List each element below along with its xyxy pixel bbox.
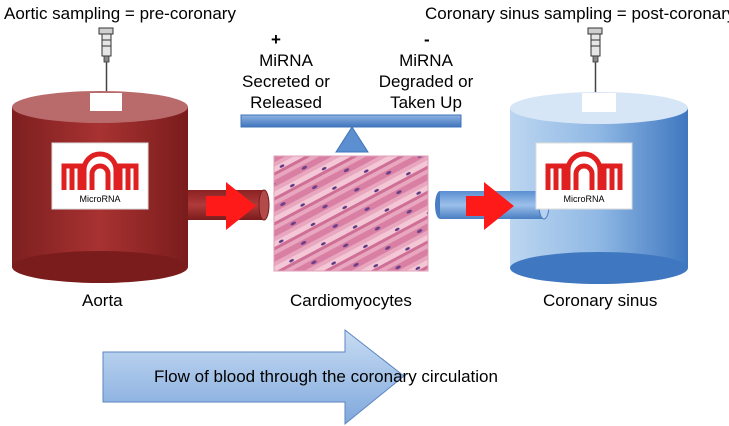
left-balance-line-3: Released bbox=[250, 93, 322, 112]
right-balance-line-1: MiRNA bbox=[399, 51, 453, 70]
red-arrow-right-icon bbox=[466, 182, 514, 230]
flow-label: Flow of blood through the coronary circu… bbox=[154, 367, 498, 386]
mirna-logo-left-icon bbox=[61, 151, 139, 190]
right-balance-line-3: Taken Up bbox=[390, 93, 462, 112]
sinus-card-caption: MicroRNA bbox=[563, 194, 605, 204]
balance-beam bbox=[240, 114, 462, 128]
cardiomyocyte-tissue-image bbox=[273, 155, 429, 272]
flow-arrow-icon bbox=[102, 328, 405, 426]
left-balance-line-2: Secreted or bbox=[242, 72, 330, 91]
syringe-right-icon bbox=[587, 27, 603, 114]
left-balance-label: MiRNA Secreted or Released bbox=[236, 50, 336, 113]
right-balance-line-2: Degraded or bbox=[378, 72, 474, 91]
top-right-label: Coronary sinus sampling = post-coronary bbox=[425, 4, 729, 23]
right-sign: - bbox=[424, 30, 430, 49]
red-arrow-left-icon bbox=[206, 182, 256, 230]
aorta-card-caption: MicroRNA bbox=[79, 194, 121, 204]
left-balance-line-1: MiRNA bbox=[259, 51, 313, 70]
aorta-label: Aorta bbox=[82, 291, 123, 310]
right-balance-label: MiRNA Degraded or Taken Up bbox=[372, 50, 480, 113]
mirna-logo-right-icon bbox=[545, 151, 623, 190]
cardiomyocytes-label: Cardiomyocytes bbox=[290, 291, 412, 310]
balance-fulcrum-icon bbox=[335, 126, 369, 153]
top-left-label: Aortic sampling = pre-coronary bbox=[4, 4, 236, 23]
coronary-sinus-label: Coronary sinus bbox=[543, 291, 658, 310]
left-sign: + bbox=[271, 30, 281, 49]
